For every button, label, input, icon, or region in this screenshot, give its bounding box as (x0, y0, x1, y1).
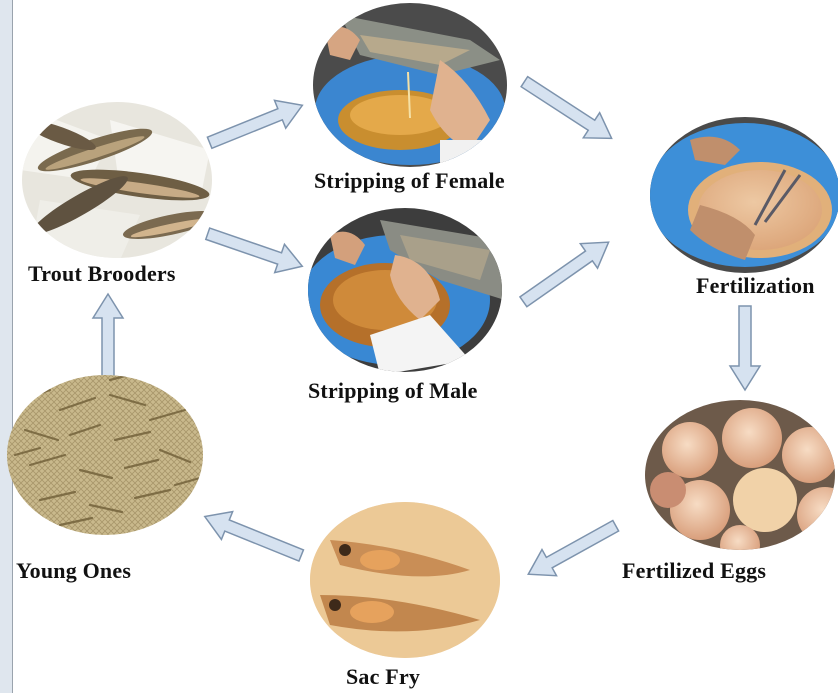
arrow-female-to-fertilization (516, 69, 620, 151)
fertilized-eggs-photo (640, 395, 838, 565)
label-stripping-female: Stripping of Female (314, 168, 505, 194)
arrow-brooders-to-male (203, 220, 307, 281)
sac-fry-photo (305, 500, 505, 660)
arrow-male-to-fertilization (515, 230, 617, 314)
arrow-sac-fry-to-young (199, 503, 307, 570)
young-ones-photo (5, 370, 210, 540)
fertilization-photo (647, 115, 838, 275)
label-fertilized-eggs: Fertilized Eggs (622, 558, 766, 584)
stripping-female-photo (310, 0, 510, 180)
label-sac-fry: Sac Fry (346, 664, 420, 690)
label-fertilization: Fertilization (696, 273, 815, 299)
arrow-fertilization-to-eggs (730, 306, 760, 390)
trout-brooders-photo (20, 100, 220, 260)
arrow-brooders-to-female (204, 91, 308, 156)
label-stripping-male: Stripping of Male (308, 378, 478, 404)
label-trout-brooders: Trout Brooders (28, 261, 176, 287)
arrow-young-to-brooders (93, 294, 123, 378)
stripping-male-photo (300, 205, 510, 375)
arrow-eggs-to-sac-fry (521, 513, 623, 588)
label-young-ones: Young Ones (16, 558, 131, 584)
